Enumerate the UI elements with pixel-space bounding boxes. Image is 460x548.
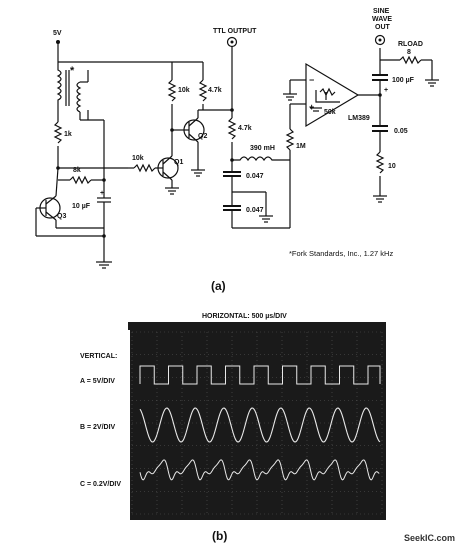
resistor-4k7-top	[198, 79, 208, 102]
label-1m: 1M	[296, 143, 306, 150]
resistor-1m	[285, 128, 295, 151]
cap-plus: +	[100, 190, 104, 197]
transistor-q3	[36, 195, 61, 221]
label-10uf: 10 µF	[72, 203, 91, 210]
transistor-q2	[183, 117, 205, 143]
label-50k: 50k	[324, 109, 336, 116]
resistor-1k	[53, 121, 63, 144]
ground-cap	[259, 215, 273, 223]
ground-q2	[191, 169, 205, 177]
transistor-q1	[157, 155, 179, 181]
ground-50k	[310, 107, 322, 112]
label-100uf: 100 µF	[392, 77, 415, 84]
resistor-50k	[319, 87, 336, 97]
label-10k-base: 10k	[132, 155, 144, 162]
output-plus: +	[384, 87, 388, 94]
label-rload: RLOAD	[398, 41, 423, 48]
label-q1: Q1	[174, 159, 183, 166]
sine-output-terminal[interactable]	[374, 34, 386, 46]
label-q3: Q3	[57, 213, 66, 220]
caption-b: (b)	[212, 529, 227, 543]
oscilloscope-photo: HORIZONTAL: 500 µs/DIV VERTICAL: A = 5V/…	[30, 313, 386, 543]
resistor-rload	[399, 55, 422, 65]
label-q2: Q2	[198, 133, 207, 140]
label-390mh: 390 mH	[250, 145, 275, 152]
resistor-4k7-mid	[227, 117, 237, 140]
trace-a-square	[139, 365, 381, 385]
ground-q1	[165, 187, 179, 195]
watermark: SeekIC.com	[404, 533, 455, 543]
resistor-10k-base	[133, 163, 156, 173]
fork-asterisk: *	[70, 65, 75, 77]
resistor-8k	[69, 175, 92, 185]
label-1k: 1k	[64, 131, 72, 138]
ground-opamp	[283, 93, 297, 101]
ttl-output-label: TTL OUTPUT	[213, 28, 257, 35]
trace-a-label: A = 5V/DIV	[80, 378, 115, 385]
label-047b: 0.047	[246, 207, 264, 214]
supply-label: 5V	[53, 30, 62, 37]
label-005: 0.05	[394, 128, 408, 135]
vertical-label: VERTICAL:	[80, 353, 117, 360]
trace-b-label: B = 2V/DIV	[80, 424, 116, 431]
schematic: 5V * 1k 8k	[35, 8, 439, 293]
label-4k7-top: 4.7k	[208, 87, 222, 94]
caption-a: (a)	[211, 279, 226, 293]
resistor-10	[375, 151, 385, 174]
opamp-lm389: − +	[305, 62, 360, 128]
opamp-minus: −	[309, 75, 314, 85]
resistor-10k-top	[167, 79, 177, 102]
trace-b-sine	[139, 407, 381, 443]
label-rload-val: 8	[407, 49, 411, 56]
label-047a: 0.047	[246, 173, 264, 180]
fork-coil-left	[56, 62, 62, 112]
sine-out-label-2: WAVE	[372, 16, 392, 23]
label-8k: 8k	[73, 167, 81, 174]
label-4k7-mid: 4.7k	[238, 125, 252, 132]
trace-c-label: C = 0.2V/DIV	[80, 481, 121, 488]
ground-rload	[425, 79, 439, 87]
trace-c-ripple	[139, 459, 380, 481]
sine-out-label-1: SINE	[373, 8, 390, 15]
sine-out-label-3: OUT	[375, 24, 391, 31]
horizontal-label: HORIZONTAL: 500 µs/DIV	[202, 313, 287, 320]
label-10: 10	[388, 163, 396, 170]
graticule	[131, 331, 383, 515]
opamp-plus: +	[309, 102, 314, 112]
fork-coil-right	[76, 81, 82, 113]
ground-10	[373, 195, 387, 203]
inductor-390mh	[232, 156, 290, 162]
ground-left	[96, 261, 112, 269]
label-10k-top: 10k	[178, 87, 190, 94]
label-lm389: LM389	[348, 115, 370, 122]
footnote: *Fork Standards, Inc., 1.27 kHz	[289, 249, 393, 258]
